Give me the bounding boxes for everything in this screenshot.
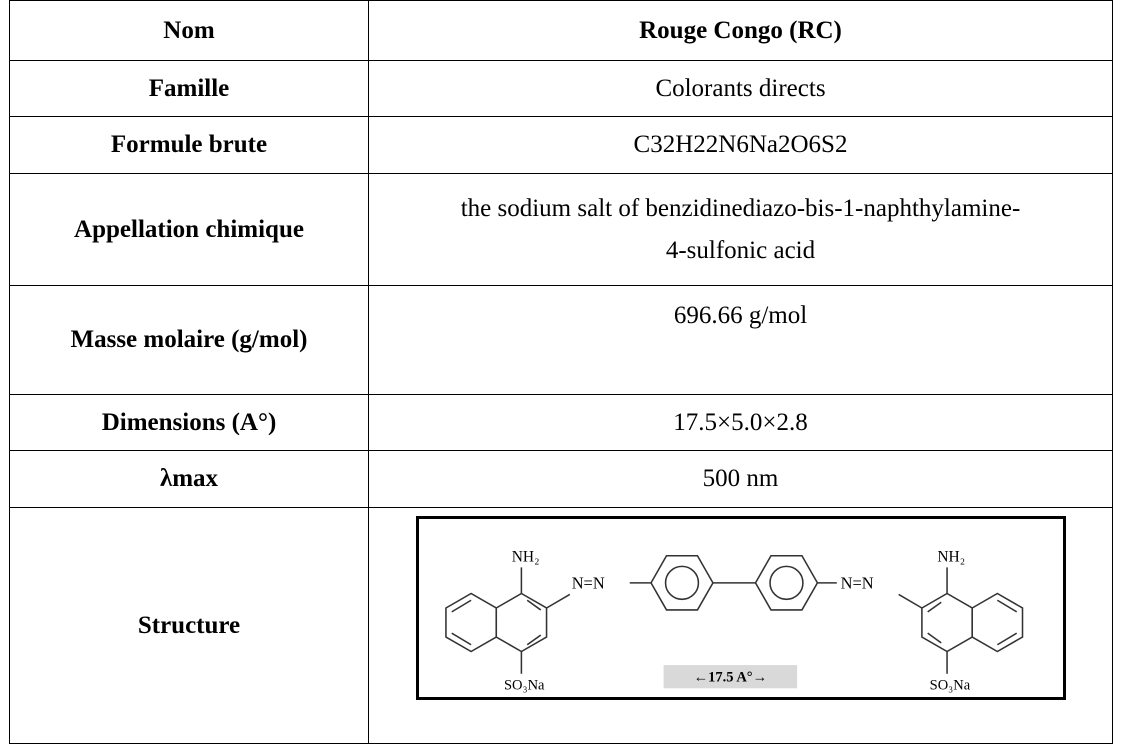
row-label-dimensions: Dimensions (A°) <box>9 394 369 451</box>
table-row-appellation: Appellation chimique the sodium salt of … <box>9 173 1113 286</box>
row-value-famille: Colorants directs <box>368 60 1113 117</box>
row-label-appellation: Appellation chimique <box>9 173 369 286</box>
row-value-structure: NH₂ NH₂ N=N N=N SO₃Na SO₃Na ←17.5 A°→ <box>368 507 1113 744</box>
azo-right-label: N=N <box>840 574 873 593</box>
so3na-right-label: SO₃Na <box>929 677 970 693</box>
row-label-famille: Famille <box>9 60 369 117</box>
table-row-structure: Structure <box>9 507 1113 744</box>
row-value-formule: C32H22N6Na2O6S2 <box>368 116 1113 174</box>
properties-table: Nom Rouge Congo (RC) Famille Colorants d… <box>9 0 1113 744</box>
congo-red-structure-diagram: NH₂ NH₂ N=N N=N SO₃Na SO₃Na ←17.5 A°→ <box>444 549 1023 693</box>
nh2-left-label: NH₂ <box>511 549 539 566</box>
left-naphthalene-ring-a <box>444 592 497 653</box>
row-label-lambda: λmax <box>9 450 369 508</box>
table-row-famille: Famille Colorants directs <box>9 60 1113 117</box>
appellation-line-2: 4-sulfonic acid <box>665 236 816 264</box>
nh2-right-label: NH₂ <box>937 549 965 566</box>
dimension-label: ←17.5 A°→ <box>693 670 766 686</box>
row-label-masse: Masse molaire (g/mol) <box>9 285 369 395</box>
table-row-lambda: λmax 500 nm <box>9 450 1113 508</box>
table-row-formule: Formule brute C32H22N6Na2O6S2 <box>9 116 1113 174</box>
dimension-label-background <box>663 665 797 689</box>
table-row-nom: Nom Rouge Congo (RC) <box>9 0 1113 61</box>
left-naphthalene-ring-b <box>494 592 547 653</box>
right-phenyl-ring <box>754 554 818 611</box>
right-naphthalene-ring-b <box>970 592 1023 653</box>
right-naphthalene-ring-a <box>920 592 973 653</box>
structure-image: NH₂ NH₂ N=N N=N SO₃Na SO₃Na ←17.5 A°→ <box>415 516 1066 700</box>
row-value-nom: Rouge Congo (RC) <box>368 0 1113 61</box>
row-value-masse: 696.66 g/mol <box>368 285 1113 395</box>
row-value-lambda: 500 nm <box>368 450 1113 508</box>
appellation-line-1: the sodium salt of benzidinediazo-bis-1-… <box>460 194 1021 222</box>
row-label-formule: Formule brute <box>9 116 369 174</box>
row-label-nom: Nom <box>9 0 369 61</box>
table-row-dimensions: Dimensions (A°) 17.5×5.0×2.8 <box>9 394 1113 451</box>
left-phenyl-ring <box>649 554 714 611</box>
so3na-left-label: SO₃Na <box>503 677 544 693</box>
row-value-appellation: the sodium salt of benzidinediazo-bis-1-… <box>368 173 1113 286</box>
azo-left-label: N=N <box>571 574 604 593</box>
row-value-dimensions: 17.5×5.0×2.8 <box>368 394 1113 451</box>
row-label-structure: Structure <box>9 507 369 744</box>
table-row-masse: Masse molaire (g/mol) 696.66 g/mol <box>9 285 1113 395</box>
